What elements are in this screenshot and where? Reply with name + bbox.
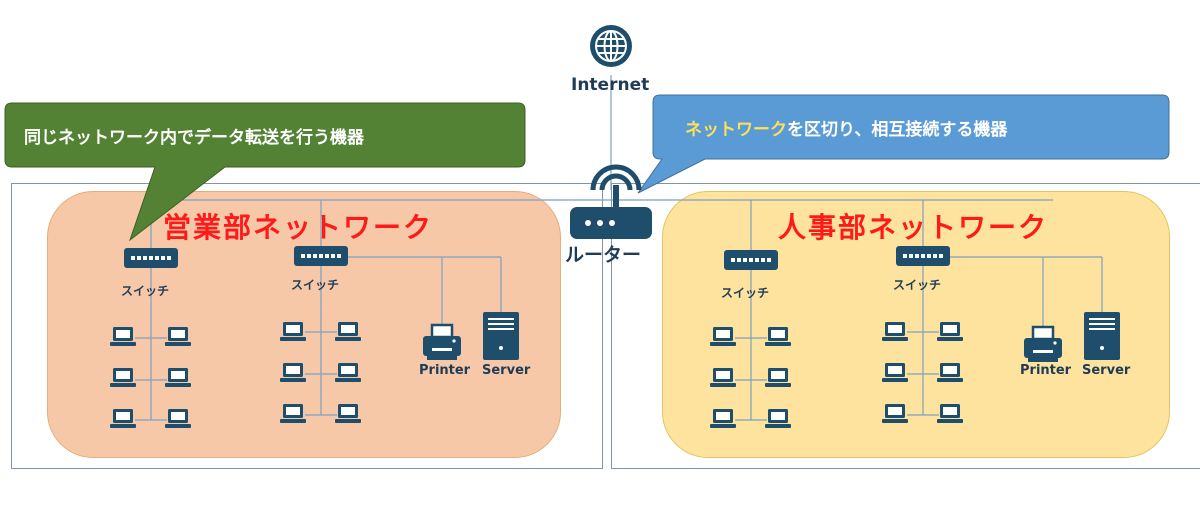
laptop-icon	[937, 322, 963, 341]
right-switch-b-label: スイッチ	[893, 278, 942, 292]
callout-left-shape	[4, 102, 526, 242]
laptop-icon	[882, 404, 908, 423]
sales-network-title: 営業部ネットワーク	[163, 211, 434, 244]
switch-icon	[294, 246, 348, 266]
callout-right-text: ネットワークを区切り、相互接続する機器	[685, 115, 1007, 140]
right-server-label: Server	[1082, 363, 1131, 378]
left-switch-a-label: スイッチ	[121, 284, 170, 298]
callout-right-suffix: 、相互接続する機器	[854, 120, 1008, 140]
laptop-icon	[765, 368, 791, 387]
router-icon	[570, 164, 652, 239]
laptop-icon	[882, 363, 908, 382]
laptop-icon	[710, 368, 736, 387]
laptop-icon	[937, 404, 963, 423]
right-switch-a-label: スイッチ	[721, 286, 770, 300]
laptop-icon	[765, 409, 791, 428]
laptop-icon	[335, 363, 361, 382]
laptop-icon	[710, 327, 736, 346]
printer-icon	[1022, 325, 1064, 364]
printer-icon	[421, 323, 463, 362]
laptop-icon	[280, 363, 306, 382]
connection-lines	[135, 75, 1103, 421]
laptop-icon	[165, 327, 191, 346]
server-icon	[483, 312, 519, 360]
laptop-icon	[165, 368, 191, 387]
laptop-icon	[280, 322, 306, 341]
laptop-icon	[110, 409, 136, 428]
hr-network-title: 人事部ネットワーク	[778, 211, 1049, 244]
switch-icon	[124, 248, 178, 268]
right-printer-label: Printer	[1020, 363, 1072, 378]
right-network-frame	[611, 183, 1200, 469]
left-printer-label: Printer	[419, 363, 471, 378]
switch-icon	[896, 246, 950, 266]
switch-icon	[724, 250, 778, 270]
laptop-icon	[335, 322, 361, 341]
laptop-icon	[335, 404, 361, 423]
left-network-frame	[11, 183, 603, 469]
callout-right-highlight: を区切り	[787, 120, 855, 140]
left-server-label: Server	[482, 363, 531, 378]
callout-left-text: 同じネットワーク内でデータ転送を行う機器	[24, 128, 364, 148]
left-switch-b-label: スイッチ	[291, 278, 340, 292]
callout-right-prefix: ネットワーク	[685, 120, 787, 140]
globe-icon	[590, 25, 632, 67]
callout-right-shape	[637, 94, 1170, 194]
server-icon	[1084, 312, 1120, 360]
laptop-icon	[937, 363, 963, 382]
laptop-icon	[165, 409, 191, 428]
laptop-icon	[110, 368, 136, 387]
internet-label: Internet	[571, 75, 650, 95]
laptop-icon	[882, 322, 908, 341]
laptop-icon	[110, 327, 136, 346]
laptop-icon	[710, 409, 736, 428]
router-label: ルーター	[565, 244, 642, 266]
laptop-icon	[765, 327, 791, 346]
laptop-icon	[280, 404, 306, 423]
